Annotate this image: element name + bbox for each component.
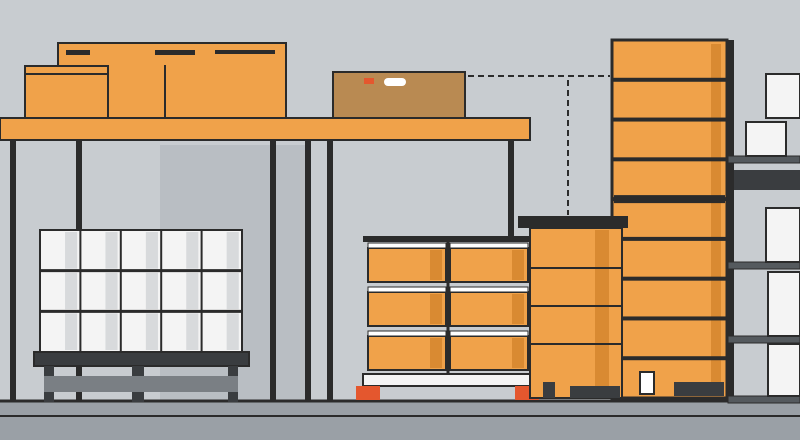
white-box-shade bbox=[186, 232, 199, 269]
right-rack bbox=[727, 40, 800, 404]
shelf-box-small bbox=[24, 65, 109, 119]
top-shelf-leg bbox=[508, 140, 514, 240]
tower-shelf bbox=[612, 117, 727, 122]
white-box-shade bbox=[105, 313, 118, 350]
top-shelf-leg bbox=[10, 140, 16, 402]
rack-white-box bbox=[765, 73, 800, 119]
floor bbox=[0, 400, 800, 440]
white-box-shade bbox=[226, 232, 239, 269]
cart-base bbox=[362, 373, 534, 387]
white-box-shade bbox=[145, 272, 158, 310]
crate-shade bbox=[512, 294, 524, 324]
white-box-shade bbox=[186, 272, 199, 310]
rack-shelf bbox=[727, 261, 800, 270]
white-box-stack bbox=[39, 229, 243, 353]
carton-stack bbox=[518, 216, 628, 399]
rack-post bbox=[728, 40, 734, 400]
rack-white-box bbox=[765, 207, 800, 263]
tower-shelf bbox=[612, 236, 727, 241]
white-box-shade bbox=[105, 272, 118, 310]
white-box-shade bbox=[145, 313, 158, 350]
cart-frame bbox=[363, 236, 533, 242]
tower-shelf bbox=[612, 77, 727, 82]
crate-shade bbox=[430, 250, 442, 280]
cart-shelf-rail bbox=[449, 242, 529, 249]
crate-cart bbox=[356, 236, 539, 400]
rack-shelf bbox=[727, 155, 800, 164]
rack-white-box bbox=[767, 343, 800, 397]
cart-shelf-rail bbox=[449, 286, 529, 293]
white-box-shade bbox=[65, 272, 78, 310]
tower-shelf bbox=[612, 276, 727, 281]
tower-shade bbox=[711, 44, 721, 394]
tower-body bbox=[610, 38, 729, 400]
white-box-shade bbox=[226, 272, 239, 310]
top-shelf-leg bbox=[327, 140, 333, 402]
tower-shelf bbox=[612, 316, 727, 321]
tower-shelf bbox=[612, 157, 727, 162]
white-box-shade bbox=[105, 232, 118, 269]
white-box-shade bbox=[145, 232, 158, 269]
cart-shelf-rail bbox=[367, 242, 447, 249]
cart-shelf-rail bbox=[367, 330, 447, 337]
white-box-shade bbox=[65, 232, 78, 269]
pallet bbox=[33, 351, 250, 402]
tower-label bbox=[639, 371, 655, 395]
cart-shelf-rail bbox=[367, 286, 447, 293]
white-box-shade bbox=[186, 313, 199, 350]
rack-shelf bbox=[727, 395, 800, 404]
crate-shade bbox=[430, 294, 442, 324]
rack-white-box bbox=[745, 121, 787, 157]
tower-band bbox=[614, 195, 725, 204]
white-box-shade bbox=[65, 313, 78, 350]
cart-shelf-rail bbox=[449, 330, 529, 337]
top-shelf-leg bbox=[270, 140, 276, 402]
top-shelf-board bbox=[0, 117, 531, 141]
rack-beam bbox=[734, 170, 800, 190]
tower-base bbox=[674, 382, 724, 396]
white-box-shade bbox=[226, 313, 239, 350]
box-tower bbox=[610, 38, 729, 400]
rack-white-box bbox=[767, 271, 800, 337]
shelf-box-brown bbox=[332, 71, 466, 119]
rack-shelf bbox=[727, 335, 800, 344]
top-shelf-leg bbox=[305, 140, 311, 402]
crate-shade bbox=[430, 338, 442, 368]
crate-shade bbox=[512, 250, 524, 280]
tower-shelf bbox=[612, 356, 727, 361]
cart-wheel bbox=[356, 386, 380, 400]
crate-shade bbox=[512, 338, 524, 368]
